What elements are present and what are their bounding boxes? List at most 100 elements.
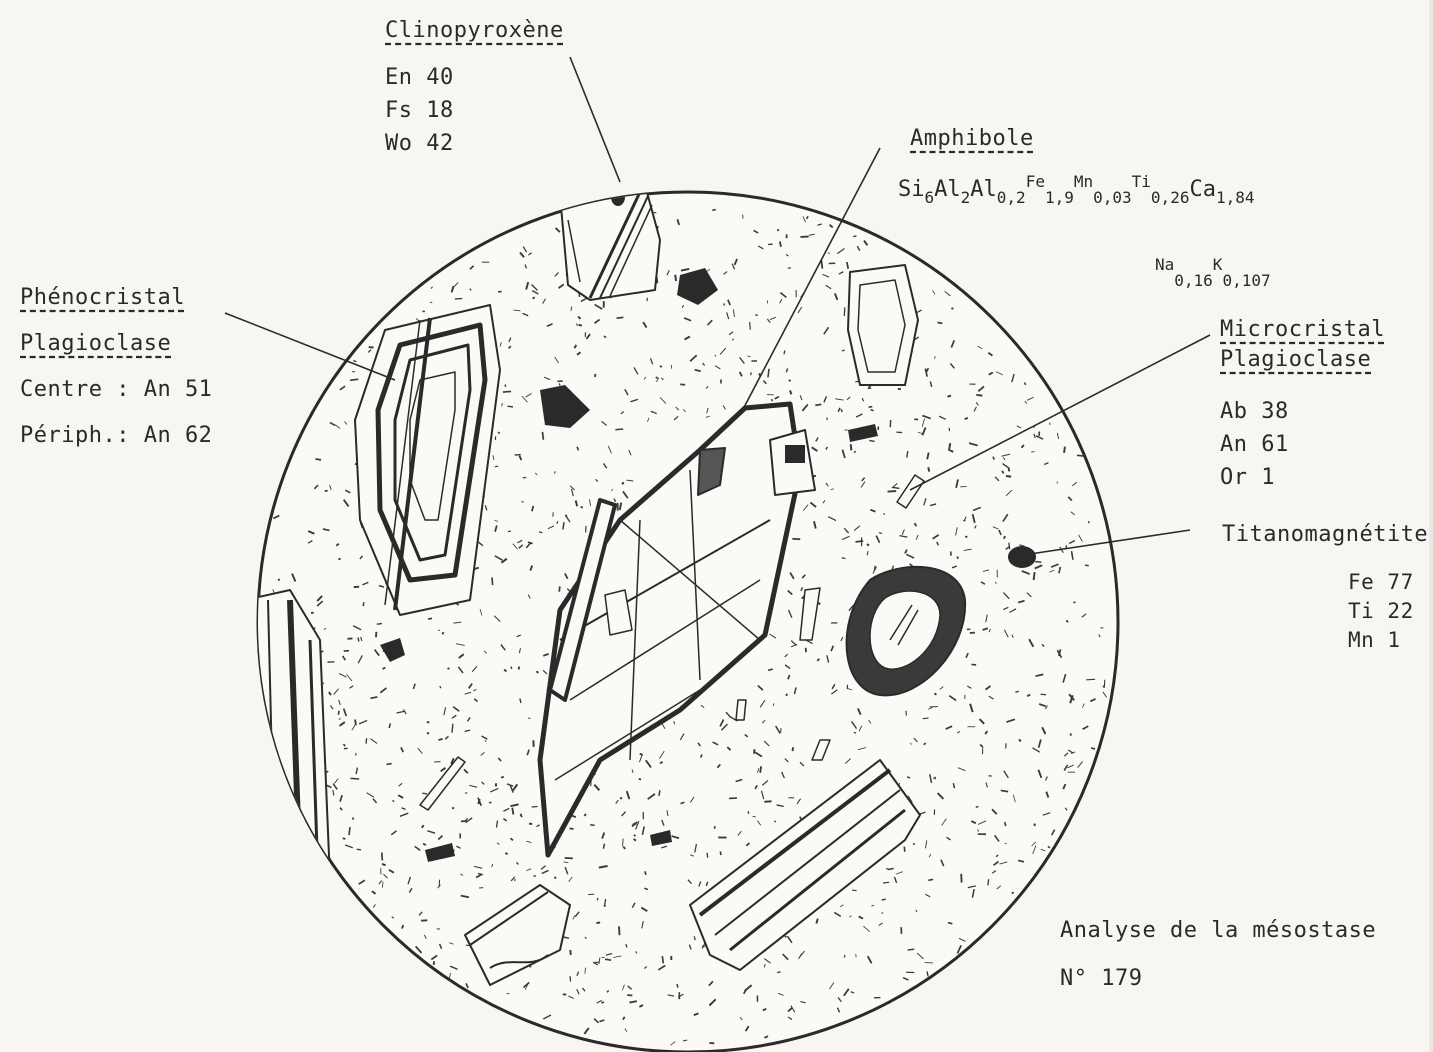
groundmass-microlite	[869, 407, 873, 408]
microcrystal-an: An 61	[1220, 428, 1385, 461]
groundmass-microlite	[497, 821, 498, 828]
groundmass-microlite	[343, 838, 346, 839]
groundmass-microlite	[786, 368, 787, 372]
groundmass-microlite	[1086, 679, 1095, 680]
formula-token: 0,107	[1222, 271, 1270, 290]
groundmass-microlite	[694, 936, 695, 940]
formula-token: Al	[970, 177, 997, 202]
groundmass-microlite	[363, 602, 364, 606]
formula-token: Mn	[1074, 172, 1093, 191]
groundmass-microlite	[622, 482, 624, 484]
groundmass-microlite	[759, 373, 760, 376]
formula-token: K	[1213, 255, 1223, 274]
groundmass-microlite	[584, 814, 586, 816]
groundmass-microlite	[949, 443, 950, 451]
phenocrystal-title2: Plagioclase	[20, 321, 212, 367]
formula-token: Fe	[1026, 172, 1045, 191]
groundmass-microlite	[590, 825, 594, 826]
groundmass-microlite	[358, 638, 359, 642]
groundmass-microlite	[950, 450, 953, 451]
groundmass-microlite	[1034, 572, 1035, 580]
clinopyroxene-label: Clinopyroxène En 40 Fs 18 Wo 42	[385, 14, 564, 160]
clinopyroxene-fs: Fs 18	[385, 94, 564, 127]
plagioclase-crystal-outline	[848, 265, 918, 385]
groundmass-microlite	[588, 894, 594, 895]
phenocrystal-centre: Centre : An 51	[20, 367, 212, 413]
groundmass-microlite	[515, 879, 516, 881]
groundmass-microlite	[386, 764, 391, 765]
groundmass-microlite	[1012, 893, 1014, 894]
groundmass-microlite	[557, 521, 558, 524]
formula-token: Na	[1155, 255, 1174, 274]
groundmass-microlite	[645, 871, 646, 874]
groundmass-microlite	[659, 790, 660, 795]
groundmass-microlite	[615, 429, 623, 430]
groundmass-microlite	[923, 718, 929, 719]
titanomagnetite-ti: Ti 22	[1348, 597, 1414, 626]
groundmass-microlite	[913, 844, 915, 845]
sample-number: N° 179	[1060, 955, 1376, 1003]
groundmass-microlite	[1070, 733, 1071, 735]
groundmass-microlite	[505, 853, 507, 855]
groundmass-microlite	[619, 926, 620, 935]
groundmass-microlite	[906, 711, 907, 716]
groundmass-microlite	[501, 777, 504, 778]
groundmass-microlite	[677, 984, 678, 988]
groundmass-microlite	[502, 403, 503, 406]
groundmass-microlite	[867, 544, 869, 546]
groundmass-microlite	[842, 558, 846, 559]
mesostase-label: Analyse de la mésostase N° 179	[1060, 907, 1376, 1003]
groundmass-microlite	[786, 694, 787, 696]
microcrystal-ab: Ab 38	[1220, 395, 1385, 428]
groundmass-microlite	[559, 586, 560, 591]
formula-token: Si	[898, 177, 925, 202]
groundmass-microlite	[851, 444, 852, 450]
groundmass-microlite	[792, 747, 793, 751]
groundmass-microlite	[874, 566, 875, 571]
groundmass-microlite	[882, 899, 886, 900]
groundmass-microlite	[842, 350, 845, 351]
groundmass-microlite	[338, 711, 339, 715]
groundmass-microlite	[928, 467, 929, 471]
groundmass-microlite	[505, 385, 506, 387]
groundmass-microlite	[754, 749, 755, 753]
groundmass-microlite	[753, 816, 756, 817]
groundmass-microlite	[852, 890, 857, 891]
groundmass-microlite	[278, 579, 280, 580]
groundmass-microlite	[662, 956, 663, 963]
groundmass-microlite	[1077, 455, 1084, 456]
groundmass-microlite	[792, 539, 800, 540]
groundmass-microlite	[350, 379, 358, 380]
groundmass-microlite	[536, 671, 538, 672]
groundmass-microlite	[555, 877, 556, 879]
formula-token: Ti	[1132, 172, 1151, 191]
groundmass-microlite	[422, 793, 427, 794]
groundmass-microlite	[780, 241, 781, 246]
groundmass-microlite	[1006, 476, 1011, 477]
groundmass-microlite	[382, 864, 386, 865]
groundmass-microlite	[707, 853, 708, 858]
groundmass-microlite	[937, 322, 942, 323]
groundmass-microlite	[512, 808, 513, 815]
groundmass-microlite	[495, 466, 498, 467]
groundmass-microlite	[764, 801, 771, 802]
groundmass-microlite	[343, 744, 345, 746]
groundmass-microlite	[633, 839, 636, 841]
groundmass-microlite	[1005, 822, 1006, 826]
groundmass-microlite	[382, 852, 383, 860]
clinopyroxene-wo: Wo 42	[385, 127, 564, 160]
clinopyroxene-leader	[570, 57, 620, 182]
groundmass-microlite	[816, 919, 817, 924]
groundmass-microlite	[784, 351, 785, 355]
groundmass-microlite	[772, 399, 773, 401]
groundmass-microlite	[315, 459, 321, 460]
formula-token: 6	[925, 188, 935, 207]
groundmass-microlite	[452, 724, 453, 733]
groundmass-microlite	[656, 377, 658, 378]
groundmass-microlite	[542, 432, 543, 440]
groundmass-microlite	[957, 556, 958, 558]
titanomagnetite-title: Titanomagnétite	[1222, 522, 1428, 548]
groundmass-microlite	[750, 322, 751, 330]
groundmass-microlite	[1064, 447, 1065, 453]
groundmass-microlite	[350, 778, 359, 779]
